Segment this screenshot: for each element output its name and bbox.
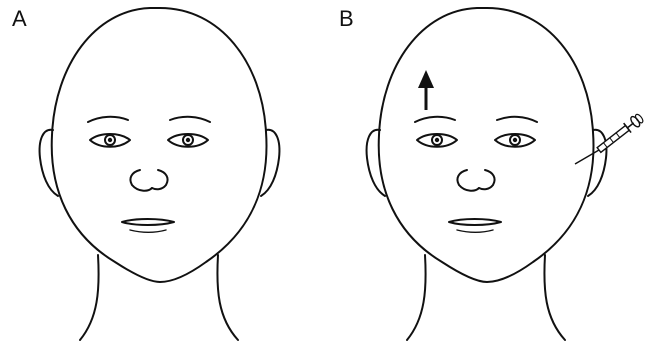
face-drawing-a: [0, 0, 327, 350]
up-arrow-icon: [418, 70, 434, 110]
panel-b: B: [327, 0, 654, 350]
panel-a: A: [0, 0, 327, 350]
syringe-icon: [575, 112, 645, 164]
face-drawing-b: [327, 0, 654, 350]
